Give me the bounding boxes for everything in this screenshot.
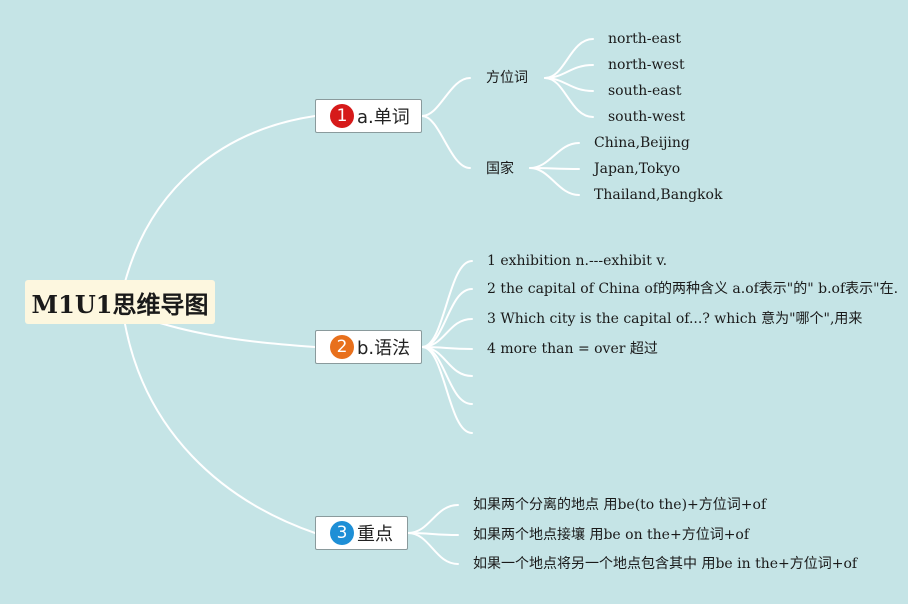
leaf-country-1[interactable]: China,Beijing: [594, 135, 690, 151]
number-badge-1: 1: [330, 104, 354, 128]
branch-label-grammar: b.语法: [357, 338, 411, 359]
leaf-keypoint-1[interactable]: 如果两个分离的地点 用be(to the)+方位词+of: [473, 497, 767, 513]
subtopic-direction-words[interactable]: 方位词: [486, 70, 528, 86]
branch-grammar[interactable]: 2 b.语法: [315, 330, 422, 364]
link-root-to-keypoints: [124, 323, 316, 534]
leaf-grammar-4[interactable]: 4 more than = over 超过: [487, 341, 658, 357]
link-vocab-to-direction: [421, 77, 471, 117]
number-badge-2: 2: [330, 335, 354, 359]
link-keypoint-3: [407, 532, 459, 565]
link-root-to-grammar: [159, 322, 316, 348]
branch-label-keypoints: 重点: [357, 524, 393, 545]
leaf-country-2[interactable]: Japan,Tokyo: [594, 161, 681, 177]
leaf-keypoint-2[interactable]: 如果两个地点接壤 用be on the+方位词+of: [473, 527, 750, 543]
subtopic-countries[interactable]: 国家: [486, 161, 514, 177]
number-badge-3: 3: [330, 521, 354, 545]
link-vocab-to-country: [421, 115, 471, 169]
root-node[interactable]: M1U1思维导图: [25, 280, 215, 324]
link-country-1: [529, 142, 580, 169]
branch-keypoints[interactable]: 3 重点: [315, 516, 408, 550]
leaf-direction-4[interactable]: south-west: [608, 109, 686, 125]
leaf-keypoint-3[interactable]: 如果一个地点将另一个地点包含其中 用be in the+方位词+of: [473, 556, 858, 572]
leaf-direction-1[interactable]: north-east: [608, 31, 681, 47]
link-root-to-vocab: [124, 115, 316, 283]
link-country-3: [529, 167, 580, 196]
link-keypoint-1: [407, 504, 459, 534]
branch-label-vocabulary: a.单词: [357, 107, 410, 128]
link-grammar-1: [421, 260, 473, 348]
leaf-country-3[interactable]: Thailand,Bangkok: [594, 187, 723, 203]
root-title: M1U1思维导图: [31, 289, 209, 319]
link-grammar-7: [421, 346, 473, 434]
link-direction-1: [544, 38, 594, 79]
leaf-grammar-2[interactable]: 2 the capital of China of的两种含义 a.of表示"的"…: [487, 281, 899, 297]
leaf-grammar-1[interactable]: 1 exhibition n.---exhibit v.: [487, 253, 668, 269]
leaf-grammar-3[interactable]: 3 Which city is the capital of...? which…: [487, 311, 863, 327]
link-direction-4: [544, 77, 594, 118]
link-grammar-2: [421, 288, 473, 348]
leaf-direction-3[interactable]: south-east: [608, 83, 682, 99]
branch-vocabulary[interactable]: 1 a.单词: [315, 99, 422, 133]
leaf-direction-2[interactable]: north-west: [608, 57, 685, 73]
